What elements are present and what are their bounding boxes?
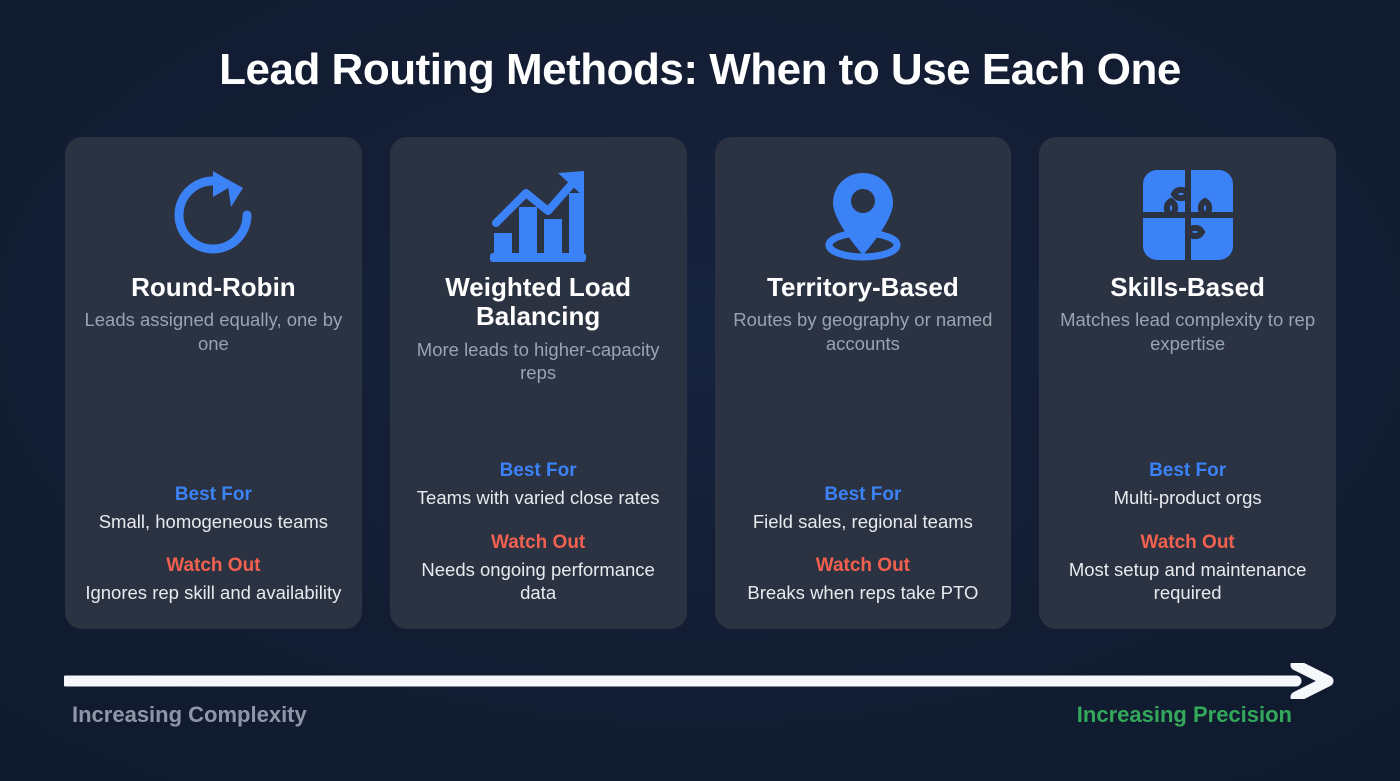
map-pin-location-icon — [815, 163, 911, 267]
page-title: Lead Routing Methods: When to Use Each O… — [219, 45, 1181, 94]
footer-labels: Increasing Complexity Increasing Precisi… — [64, 702, 1336, 728]
increasing-complexity-label: Increasing Complexity — [72, 702, 307, 727]
card-weighted-load-balancing[interactable]: Weighted Load Balancing More leads to hi… — [389, 137, 687, 629]
card-territory-based[interactable]: Territory-Based Routes by geography or n… — [714, 137, 1012, 629]
watch-out-section: Watch Out Breaks when reps take PTO — [731, 555, 996, 605]
best-for-heading: Best For — [824, 483, 902, 505]
watch-out-text: Most setup and maintenance required — [1068, 558, 1307, 604]
best-for-section: Best For Multi-product orgs — [1055, 460, 1320, 510]
best-for-heading: Best For — [174, 483, 252, 505]
best-for-heading: Best For — [1149, 459, 1227, 481]
best-for-text: Multi-product orgs — [1113, 486, 1262, 508]
puzzle-pieces-icon — [1140, 163, 1235, 267]
card-description: Matches lead complexity to rep expertise — [1060, 309, 1316, 354]
best-for-heading: Best For — [499, 459, 577, 481]
card-description: Leads assigned equally, one by one — [84, 309, 343, 354]
watch-out-section: Watch Out Most setup and maintenance req… — [1055, 532, 1320, 605]
watch-out-text: Breaks when reps take PTO — [747, 582, 979, 604]
card-title: Round-Robin — [131, 272, 296, 302]
card-description: Routes by geography or named accounts — [733, 309, 993, 354]
refresh-circular-arrow-icon — [165, 163, 261, 267]
increasing-precision-label: Increasing Precision — [1076, 702, 1292, 727]
best-for-section: Best For Teams with varied close rates — [406, 460, 671, 510]
card-description: More leads to higher-capacity reps — [416, 338, 660, 384]
watch-out-heading: Watch Out — [815, 555, 911, 577]
card-title: Skills-Based — [1110, 272, 1265, 302]
watch-out-text: Ignores rep skill and availability — [85, 582, 342, 604]
bar-chart-trend-up-icon — [488, 163, 588, 267]
card-skills-based[interactable]: Skills-Based Matches lead complexity to … — [1039, 137, 1336, 629]
card-title: Weighted Load Balancing — [445, 272, 632, 332]
watch-out-section: Watch Out Needs ongoing performance data — [406, 532, 671, 605]
best-for-text: Teams with varied close rates — [416, 486, 660, 508]
best-for-section: Best For Small, homogeneous teams — [81, 484, 346, 534]
watch-out-heading: Watch Out — [166, 555, 261, 577]
card-title: Territory-Based — [767, 272, 959, 302]
watch-out-heading: Watch Out — [1140, 531, 1235, 553]
routing-method-cards: Round-Robin Leads assigned equally, one … — [65, 137, 1336, 629]
watch-out-heading: Watch Out — [490, 531, 586, 553]
right-arrow-icon — [60, 659, 1336, 703]
watch-out-section: Watch Out Ignores rep skill and availabi… — [81, 555, 346, 605]
best-for-text: Small, homogeneous teams — [98, 510, 329, 532]
best-for-section: Best For Field sales, regional teams — [731, 484, 996, 534]
watch-out-text: Needs ongoing performance data — [421, 558, 655, 604]
best-for-text: Field sales, regional teams — [752, 510, 973, 532]
card-round-robin[interactable]: Round-Robin Leads assigned equally, one … — [65, 137, 362, 629]
